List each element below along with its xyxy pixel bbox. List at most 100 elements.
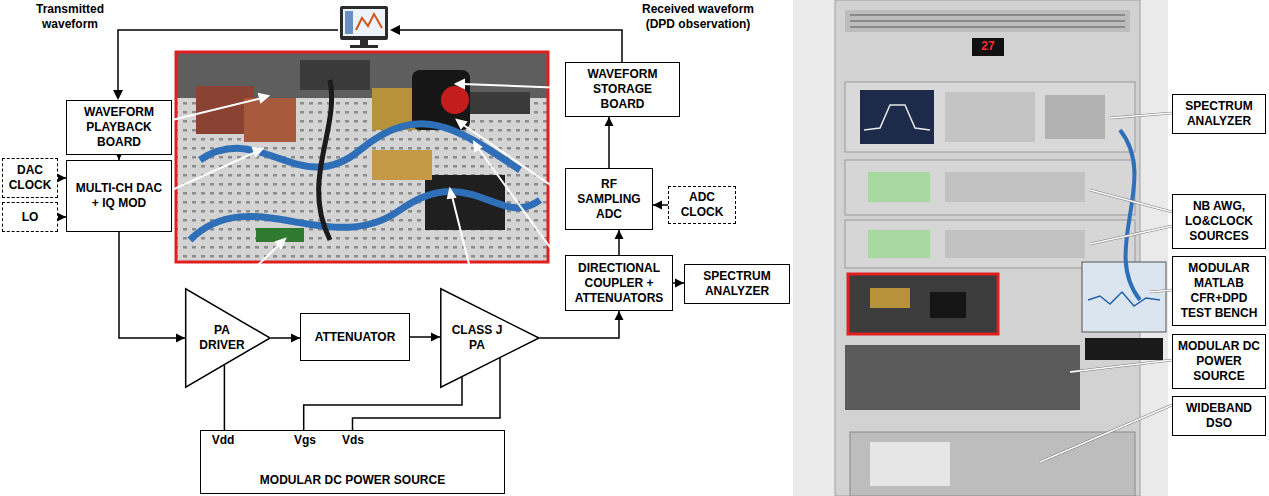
block-box: ATTENUATOR	[300, 313, 410, 361]
signal-connector	[410, 333, 440, 342]
node-text: MODULAR MATLAB CFR+DPD TEST BENCH	[1178, 261, 1260, 321]
node-text: NB AWG, LO&CLOCK SOURCES	[1178, 199, 1260, 244]
rack-leader-lines	[1090, 190, 1172, 212]
computer-icon	[345, 11, 353, 34]
bench-photo	[372, 150, 432, 180]
signal-connector	[271, 334, 300, 343]
rack-photo	[868, 172, 930, 202]
bench-leader-lines	[172, 152, 256, 190]
rack-leader-lines	[1090, 226, 1172, 244]
label-text: Vds	[338, 433, 368, 448]
rack-photo	[848, 274, 998, 334]
waveform-arrowheads	[113, 25, 400, 100]
clock-source-box: ADC CLOCK	[668, 186, 736, 224]
rack-photo	[845, 160, 1135, 215]
block-box: NB AWG, LO&CLOCK SOURCES	[1172, 194, 1266, 249]
bench-leader-lines	[462, 84, 565, 88]
bench-leader-lines	[474, 142, 481, 151]
rack-photo	[1088, 292, 1160, 306]
signal-connector	[653, 201, 668, 210]
rack-photo	[972, 38, 1004, 56]
rack-leader-lines	[1040, 405, 1172, 462]
node-text: DAC CLOCK	[5, 163, 55, 193]
block-box: WAVEFORM STORAGE BOARD	[565, 62, 680, 117]
rack-photo	[848, 274, 998, 334]
computer-icon	[340, 6, 388, 40]
waveform-arrows	[118, 30, 338, 92]
node-text: PA DRIVER	[191, 323, 253, 353]
rack-photo	[860, 90, 934, 144]
bench-photo	[300, 60, 370, 90]
arrowhead	[176, 334, 185, 343]
rack-leader-lines	[1040, 113, 1172, 462]
block-box: WAVEFORM PLAYBACK BOARD	[66, 100, 172, 155]
signal-connector	[605, 117, 614, 168]
rack-photo	[835, 0, 1140, 496]
bench-leader-lines	[172, 80, 565, 308]
node-text: WAVEFORM STORAGE BOARD	[571, 67, 674, 112]
label-text: Transmitted waveform	[25, 2, 115, 32]
arrowhead	[675, 279, 684, 288]
amplifier-triangle: PA DRIVER	[185, 288, 271, 388]
block-box: MULTI-CH DAC + IQ MOD	[66, 160, 172, 232]
bench-leader-lines	[448, 189, 455, 198]
signal-connector	[224, 365, 225, 430]
signal-connector	[540, 311, 624, 338]
computer-icon	[356, 14, 382, 30]
label-text: 27	[972, 39, 1004, 54]
node-text: ADC CLOCK	[671, 190, 733, 220]
rack-leader-lines	[1150, 290, 1172, 292]
triangle-shape	[186, 289, 270, 387]
bench-photo	[176, 52, 548, 262]
node-text: SPECTRUM ANALYZER	[1178, 99, 1260, 129]
connector-line	[119, 232, 185, 338]
amplifier-triangle: CLASS J PA	[440, 288, 540, 388]
triangle-text: CLASS J PA	[446, 323, 508, 353]
waveform-arrows	[398, 30, 622, 62]
bench-photo	[176, 52, 548, 262]
rack-leader-lines	[1110, 113, 1172, 118]
signal-label: Received waveform (DPD observation)	[628, 2, 768, 32]
pin-name: Vgs	[290, 433, 320, 448]
bench-leader-lines	[456, 80, 464, 88]
arrowhead	[291, 334, 300, 343]
arrowhead	[615, 311, 624, 320]
triangle-text: PA DRIVER	[191, 323, 253, 353]
bench-photo	[319, 80, 332, 240]
node-text: MODULAR DC POWER SOURCE	[260, 473, 445, 488]
arrowhead	[605, 117, 614, 126]
connector-line	[304, 377, 462, 430]
rack-photo	[945, 172, 1085, 202]
pin-name: Vdd	[208, 433, 238, 448]
block-box: DIRECTIONAL COUPLER + ATTENUATORS	[565, 255, 673, 311]
rack-leader-lines	[1090, 226, 1172, 244]
rack-photo	[850, 26, 1125, 28]
bench-photo	[441, 86, 469, 114]
triangle-shape	[441, 289, 539, 387]
clock-source-box: LO	[2, 202, 58, 232]
signal-connector	[57, 213, 66, 222]
triangle-outline	[440, 288, 540, 388]
bench-leader-lines	[457, 120, 466, 128]
block-box: SPECTRUM ANALYZER	[1172, 94, 1266, 134]
block-box: RF SAMPLING ADC	[565, 168, 653, 230]
rack-leader-lines	[1040, 113, 1172, 462]
node-text: LO	[22, 210, 39, 225]
node-text: CLASS J PA	[446, 323, 508, 353]
computer-icon	[350, 45, 378, 48]
waveform-arrowheads	[113, 90, 123, 100]
block-box: WIDEBAND DSO	[1172, 396, 1266, 436]
rack-photo	[793, 0, 1168, 496]
rack-photo	[850, 15, 1125, 27]
pin-name: Vds	[338, 433, 368, 448]
bench-photo	[244, 98, 296, 142]
rack-photo	[850, 14, 1125, 16]
rack-photo	[870, 288, 910, 308]
connector-line	[224, 365, 226, 430]
signal-connector	[57, 174, 66, 183]
rack-photo	[868, 230, 930, 258]
rack-leader-lines	[1150, 290, 1172, 292]
arrowhead	[653, 201, 662, 210]
label-text: Vdd	[208, 433, 238, 448]
label-text: Vgs	[290, 433, 320, 448]
